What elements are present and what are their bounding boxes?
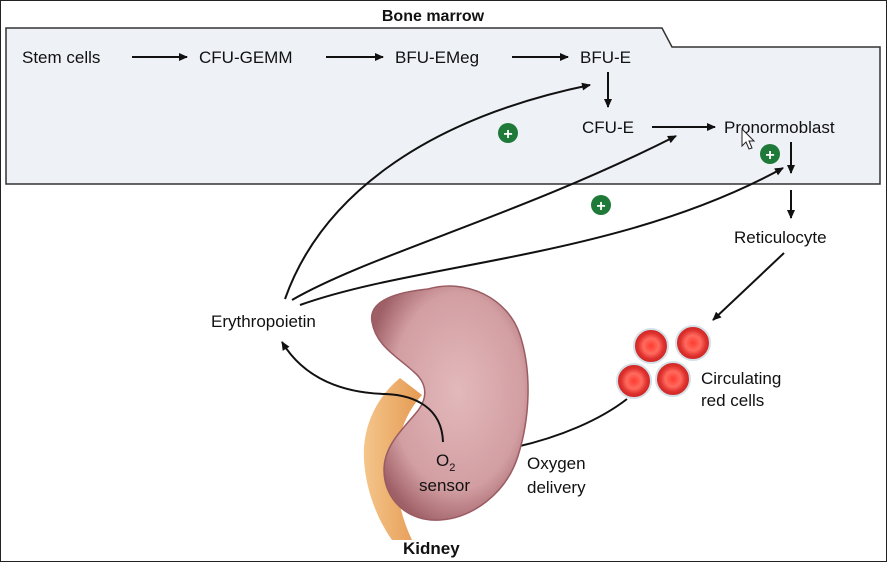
node-pronormoblast: Pronormoblast [724, 118, 835, 137]
plus-badge-1: + [498, 123, 518, 143]
arrow-redcells-to-delivery [515, 398, 628, 448]
bone-marrow-title: Bone marrow [382, 8, 485, 25]
node-bfu-emeg: BFU-EMeg [395, 48, 479, 67]
node-circulating-line1: Circulating [701, 369, 781, 388]
mouse-cursor-icon [741, 127, 756, 150]
node-erythropoietin: Erythropoietin [211, 312, 316, 331]
arrow-epo-to-pronormoblast [299, 167, 784, 306]
node-oxygen-line2: delivery [527, 478, 586, 497]
node-sensor: sensor [419, 476, 470, 495]
arrow-epo-to-cfue [291, 135, 677, 301]
svg-text:+: + [765, 147, 774, 164]
node-cfu-gemm: CFU-GEMM [199, 48, 292, 67]
node-oxygen-line1: Oxygen [527, 454, 586, 473]
node-circulating-line2: red cells [701, 391, 764, 410]
kidney-label: Kidney [403, 539, 460, 558]
arrow-sensor-to-erythropoietin [281, 341, 444, 443]
red-cells-icon [616, 325, 711, 399]
kidney-shape [371, 285, 529, 521]
svg-text:+: + [503, 126, 512, 143]
node-o2: O2 [436, 451, 455, 474]
plus-badge-2: + [591, 195, 611, 215]
bone-marrow-region [5, 27, 881, 185]
svg-text:+: + [596, 198, 605, 215]
node-bfu-e: BFU-E [580, 48, 631, 67]
arrow-reticulocyte-to-redcells [712, 252, 785, 321]
node-reticulocyte: Reticulocyte [734, 228, 827, 247]
node-stem-cells: Stem cells [22, 48, 100, 67]
node-cfu-e: CFU-E [582, 118, 634, 137]
arrow-epo-to-bfue [284, 82, 591, 300]
plus-badge-3: + [760, 144, 780, 164]
